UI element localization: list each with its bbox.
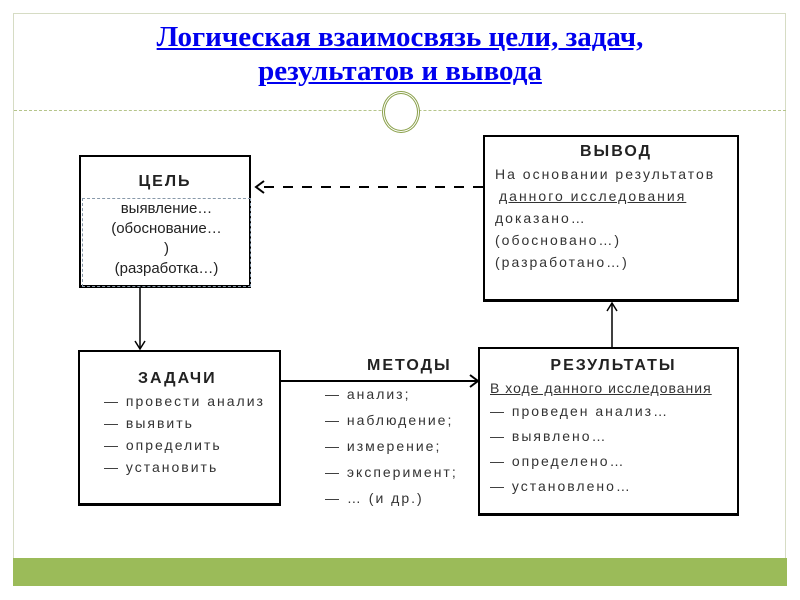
task-item: — выявить [104, 415, 194, 431]
method-item: — измерение; [325, 438, 442, 454]
result-item: — установлено… [490, 478, 632, 494]
task-item: — установить [104, 459, 219, 475]
result-item: — определено… [490, 453, 626, 469]
title-line-1: Логическая взаимосвязь цели, задач, [156, 21, 644, 53]
goal-line: ) [164, 240, 169, 257]
conclusion-line: (обосновано…) [495, 232, 622, 248]
method-item: — анализ; [325, 386, 411, 402]
arrow-results-to-conclusion [606, 301, 618, 347]
results-heading: РЕЗУЛЬТАТЫ [550, 357, 677, 374]
task-item: — определить [104, 437, 222, 453]
conclusion-line: (разработано…) [495, 254, 629, 270]
result-item: — проведен анализ… [490, 403, 670, 419]
title-line-2: результатов и вывода [258, 55, 542, 87]
method-item: — … (и др.) [325, 490, 424, 506]
method-item: — наблюдение; [325, 412, 454, 428]
methods-block: МЕТОДЫ — анализ; — наблюдение; — измерен… [325, 357, 458, 511]
goal-box: ЦЕЛЬ выявление… (обоснование… ) (разрабо… [79, 155, 251, 288]
result-item: — выявлено… [490, 428, 608, 444]
goal-line: (разработка…) [114, 260, 219, 277]
results-subheading: В ходе данного исследования [490, 380, 712, 396]
goal-heading: ЦЕЛЬ [138, 173, 192, 190]
goal-line: выявление… [120, 200, 213, 217]
method-item: — эксперимент; [325, 464, 458, 480]
conclusion-box: ВЫВОД На основании результатов данного и… [483, 135, 739, 302]
methods-heading: МЕТОДЫ [367, 357, 452, 374]
arrow-goal-to-tasks [134, 287, 146, 351]
ring-ornament-icon [382, 91, 420, 133]
goal-text: выявление… (обоснование… ) (разработка…) [82, 198, 251, 287]
results-box: РЕЗУЛЬТАТЫ В ходе данного исследования —… [478, 347, 739, 516]
task-item: — провести анализ [104, 393, 265, 409]
slide-title: Логическая взаимосвязь цели, задач, резу… [40, 20, 760, 88]
tasks-box: ЗАДАЧИ — провести анализ — выявить — опр… [78, 350, 281, 506]
conclusion-line: данного исследования [499, 188, 687, 204]
conclusion-line: доказано… [495, 210, 587, 226]
tasks-heading: ЗАДАЧИ [138, 370, 217, 387]
conclusion-heading: ВЫВОД [579, 143, 652, 160]
goal-line: (обоснование… [111, 220, 222, 237]
conclusion-line: На основании результатов [495, 166, 716, 182]
dashed-arrow-conclusion-to-goal [254, 180, 483, 194]
footer-accent-bar [13, 558, 787, 586]
